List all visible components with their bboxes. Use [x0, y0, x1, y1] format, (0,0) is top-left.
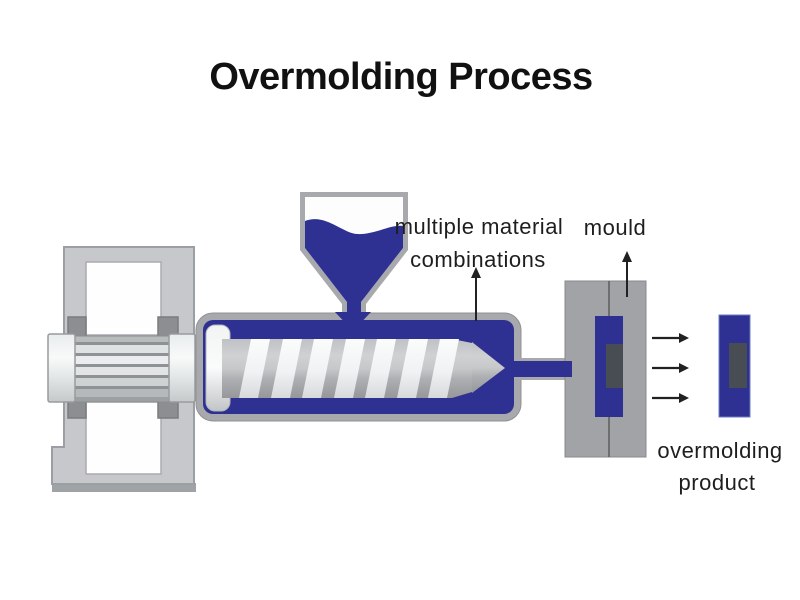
drive-unit [47, 246, 196, 492]
frame-window-bottom [85, 401, 162, 475]
product-label-line2: product [679, 470, 756, 495]
screw-flight [428, 339, 459, 398]
mould-label: mould [584, 215, 646, 240]
motor-rib [75, 375, 169, 378]
screw-flight [239, 339, 270, 398]
nozzle-melt-stream [514, 361, 572, 377]
mould-substrate-insert [606, 344, 623, 388]
screw [205, 324, 505, 412]
feed-label-line2: combinations [410, 247, 546, 272]
screw-flight [365, 339, 396, 398]
motor-rib [75, 345, 169, 353]
ejection-arrow-head [679, 363, 689, 373]
motor-rib [75, 356, 169, 364]
motor-rib [75, 389, 169, 397]
feed-label-arrow [471, 267, 481, 321]
motor-body [74, 335, 170, 403]
motor-rib [75, 386, 169, 389]
mould-arrow-head [622, 251, 632, 262]
screw-tip [472, 342, 505, 393]
mould-label-arrow [622, 251, 632, 297]
frame-window-top [85, 261, 162, 336]
product-substrate-insert [729, 343, 747, 388]
hopper-material [305, 219, 403, 313]
motor-collar-right [168, 333, 196, 403]
motor-rib [75, 342, 169, 345]
motor-rib [75, 367, 169, 375]
machine-base [52, 483, 196, 492]
mould-block [514, 280, 647, 458]
motor-rib [75, 336, 169, 342]
screw-flight [397, 339, 428, 398]
page-title: Overmolding Process [209, 56, 592, 98]
motor-rib [75, 353, 169, 356]
feed-label-line1: multiple material [395, 214, 564, 239]
overmolded-product [718, 314, 751, 418]
motor-rib [75, 378, 169, 386]
ejection-arrows [652, 333, 689, 403]
motor-collar-left [47, 333, 76, 403]
product-label-line1: overmolding [657, 438, 782, 463]
feed-throat [335, 312, 371, 331]
screw-flight [302, 339, 333, 398]
ejection-arrow-head [679, 393, 689, 403]
motor-rib [75, 397, 169, 402]
ejection-arrow-head [679, 333, 689, 343]
motor-rib [75, 364, 169, 367]
screw-flight [271, 339, 302, 398]
feed-arrow-head [471, 267, 481, 278]
hopper [300, 192, 408, 331]
screw-flight [334, 339, 365, 398]
